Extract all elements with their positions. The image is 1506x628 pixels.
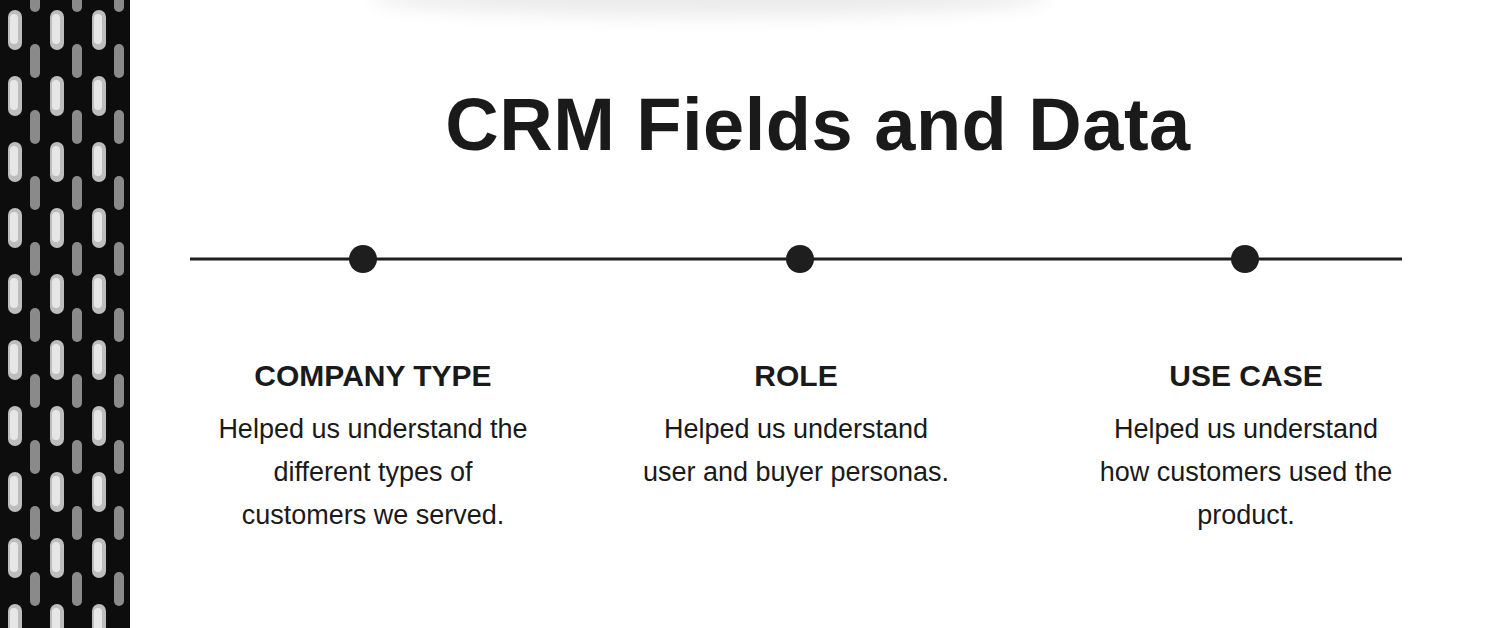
texture-strip xyxy=(0,0,130,628)
column-heading: USE CASE xyxy=(1090,358,1402,394)
column-body: Helped us understand how customers used … xyxy=(1090,408,1402,537)
timeline-dot xyxy=(1231,245,1259,273)
column-heading: ROLE xyxy=(640,358,952,394)
column-body: Helped us understand user and buyer pers… xyxy=(640,408,952,494)
timeline-dot xyxy=(786,245,814,273)
column-node: USE CASE Helped us understand how custome… xyxy=(1090,358,1402,537)
column-node: ROLE Helped us understand user and buyer … xyxy=(640,358,952,494)
diagram-title: CRM Fields and Data xyxy=(130,88,1506,162)
column-body: Helped us understand the different types… xyxy=(217,408,529,537)
top-shadow xyxy=(370,0,1050,16)
timeline-dot xyxy=(349,245,377,273)
column-node: COMPANY TYPE Helped us understand the dif… xyxy=(217,358,529,537)
column-heading: COMPANY TYPE xyxy=(217,358,529,394)
